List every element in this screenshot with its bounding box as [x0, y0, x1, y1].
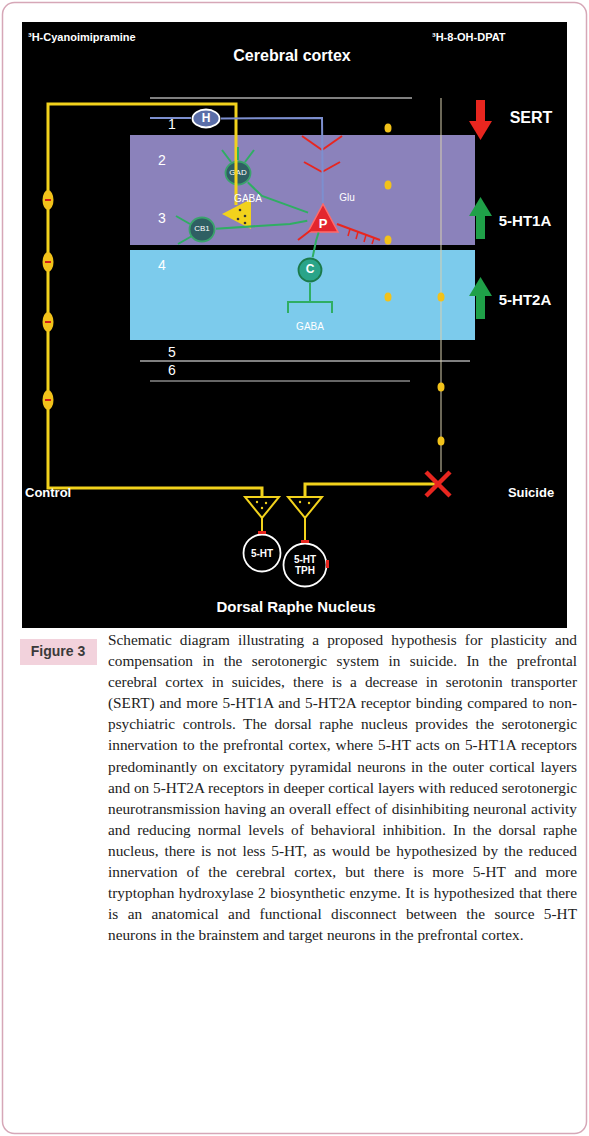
node-text-wrap: CB1	[188, 216, 216, 243]
node-label: 5-HT TPH	[288, 554, 322, 576]
figure-tag: Figure 3	[31, 644, 85, 659]
cortex-surface-line	[150, 98, 412, 99]
layer-boundary-line	[140, 361, 470, 362]
raphe-axon-stem	[304, 518, 306, 542]
figure-panel	[22, 22, 567, 628]
layer-number: 2	[150, 153, 174, 168]
node-label: C	[306, 263, 315, 276]
region-label: Dorsal Raphe Nucleus	[216, 599, 375, 616]
gad-interneuron-body	[226, 162, 251, 185]
change-label: 5-HT1A	[499, 213, 552, 230]
figure-caption: Schematic diagram illustrating a propose…	[108, 629, 577, 945]
serotonergic-axon	[305, 484, 437, 497]
node-text-wrap: C	[297, 257, 323, 283]
vesicle-dot	[261, 507, 263, 509]
layer-number: 6	[168, 363, 176, 378]
horizontal-cell-body	[193, 110, 220, 128]
pyramidal-neuron: P	[307, 203, 339, 233]
enzyme-mark	[301, 540, 309, 543]
horizontal-cell: H	[191, 108, 221, 129]
node-text-wrap: 5-HT	[242, 533, 282, 573]
cb1-interneuron-body	[190, 218, 215, 242]
region-label: Cerebral cortex	[233, 47, 350, 65]
vesicle-dot	[256, 501, 258, 503]
group-label: Control	[25, 486, 71, 500]
raphe-axon-stem	[261, 518, 263, 533]
axon-varicosity	[43, 312, 54, 332]
node-text-wrap: GAD	[224, 160, 252, 186]
transmitter-label: Glu	[339, 192, 355, 203]
enzyme-mark	[258, 531, 266, 534]
disconnect-cross	[426, 472, 450, 496]
layer-number: 5	[168, 345, 176, 360]
node-label: H	[202, 112, 211, 125]
axon-varicosity	[385, 124, 392, 133]
raphe-neuron-body	[244, 535, 281, 572]
group-label: Suicide	[508, 486, 554, 500]
page-frame	[3, 3, 587, 1134]
pyramidal-neuron-body	[308, 204, 338, 232]
disconnect-cross	[426, 472, 450, 496]
node-label: CB1	[194, 225, 210, 234]
transporter-mark	[45, 199, 51, 201]
transmitter-label: GABA	[296, 321, 324, 332]
axon-varicosity	[438, 437, 445, 446]
raphe-neuron: 5-HT	[242, 533, 282, 573]
node-label: P	[319, 217, 328, 231]
node-text-wrap: P	[307, 203, 339, 233]
ligand-label: ³H-Cyanoimipramine	[28, 31, 136, 43]
node-label: 5-HT	[251, 548, 273, 559]
node-text-wrap: 5-HT TPH	[282, 542, 328, 588]
node-text-wrap: H	[191, 108, 221, 129]
transporter-mark	[45, 321, 51, 323]
axon-varicosity	[43, 190, 54, 210]
vesicle-dot	[265, 502, 267, 504]
c-interneuron: C	[297, 257, 323, 283]
vesicle-dot	[299, 501, 301, 503]
transporter-mark	[45, 261, 51, 263]
node-label: GAD	[229, 169, 246, 178]
cb1-interneuron: CB1	[188, 216, 216, 243]
receptor-arrow-shaft	[476, 215, 485, 239]
layer-number: 1	[168, 117, 176, 132]
receptor-arrow-shaft	[476, 295, 485, 319]
change-label: SERT	[510, 109, 553, 127]
axon-varicosity	[43, 390, 54, 410]
layer-boundary-line	[150, 381, 410, 382]
raphe-terminal	[245, 497, 279, 518]
change-label: 5-HT2A	[499, 292, 552, 309]
raphe-neuron: 5-HT TPH	[282, 542, 328, 588]
cortical-layer-band: 2 3 GAD P CB1	[130, 135, 475, 245]
raphe-terminal	[288, 497, 322, 518]
vesicle-dot	[308, 502, 310, 504]
c-interneuron-body	[299, 259, 322, 282]
transporter-mark	[45, 399, 51, 401]
axon-varicosity	[438, 383, 445, 392]
layer-number: 3	[150, 211, 174, 226]
raphe-neuron-body	[284, 544, 327, 587]
transmitter-label: GABA	[234, 193, 262, 204]
axon-varicosity	[43, 252, 54, 272]
sert-arrow-shaft	[476, 100, 485, 122]
gad-interneuron: GAD	[224, 160, 252, 186]
figure-tag-box	[20, 639, 97, 665]
ligand-label: ³H-8-OH-DPAT	[432, 31, 506, 43]
layer-number: 4	[150, 258, 174, 273]
